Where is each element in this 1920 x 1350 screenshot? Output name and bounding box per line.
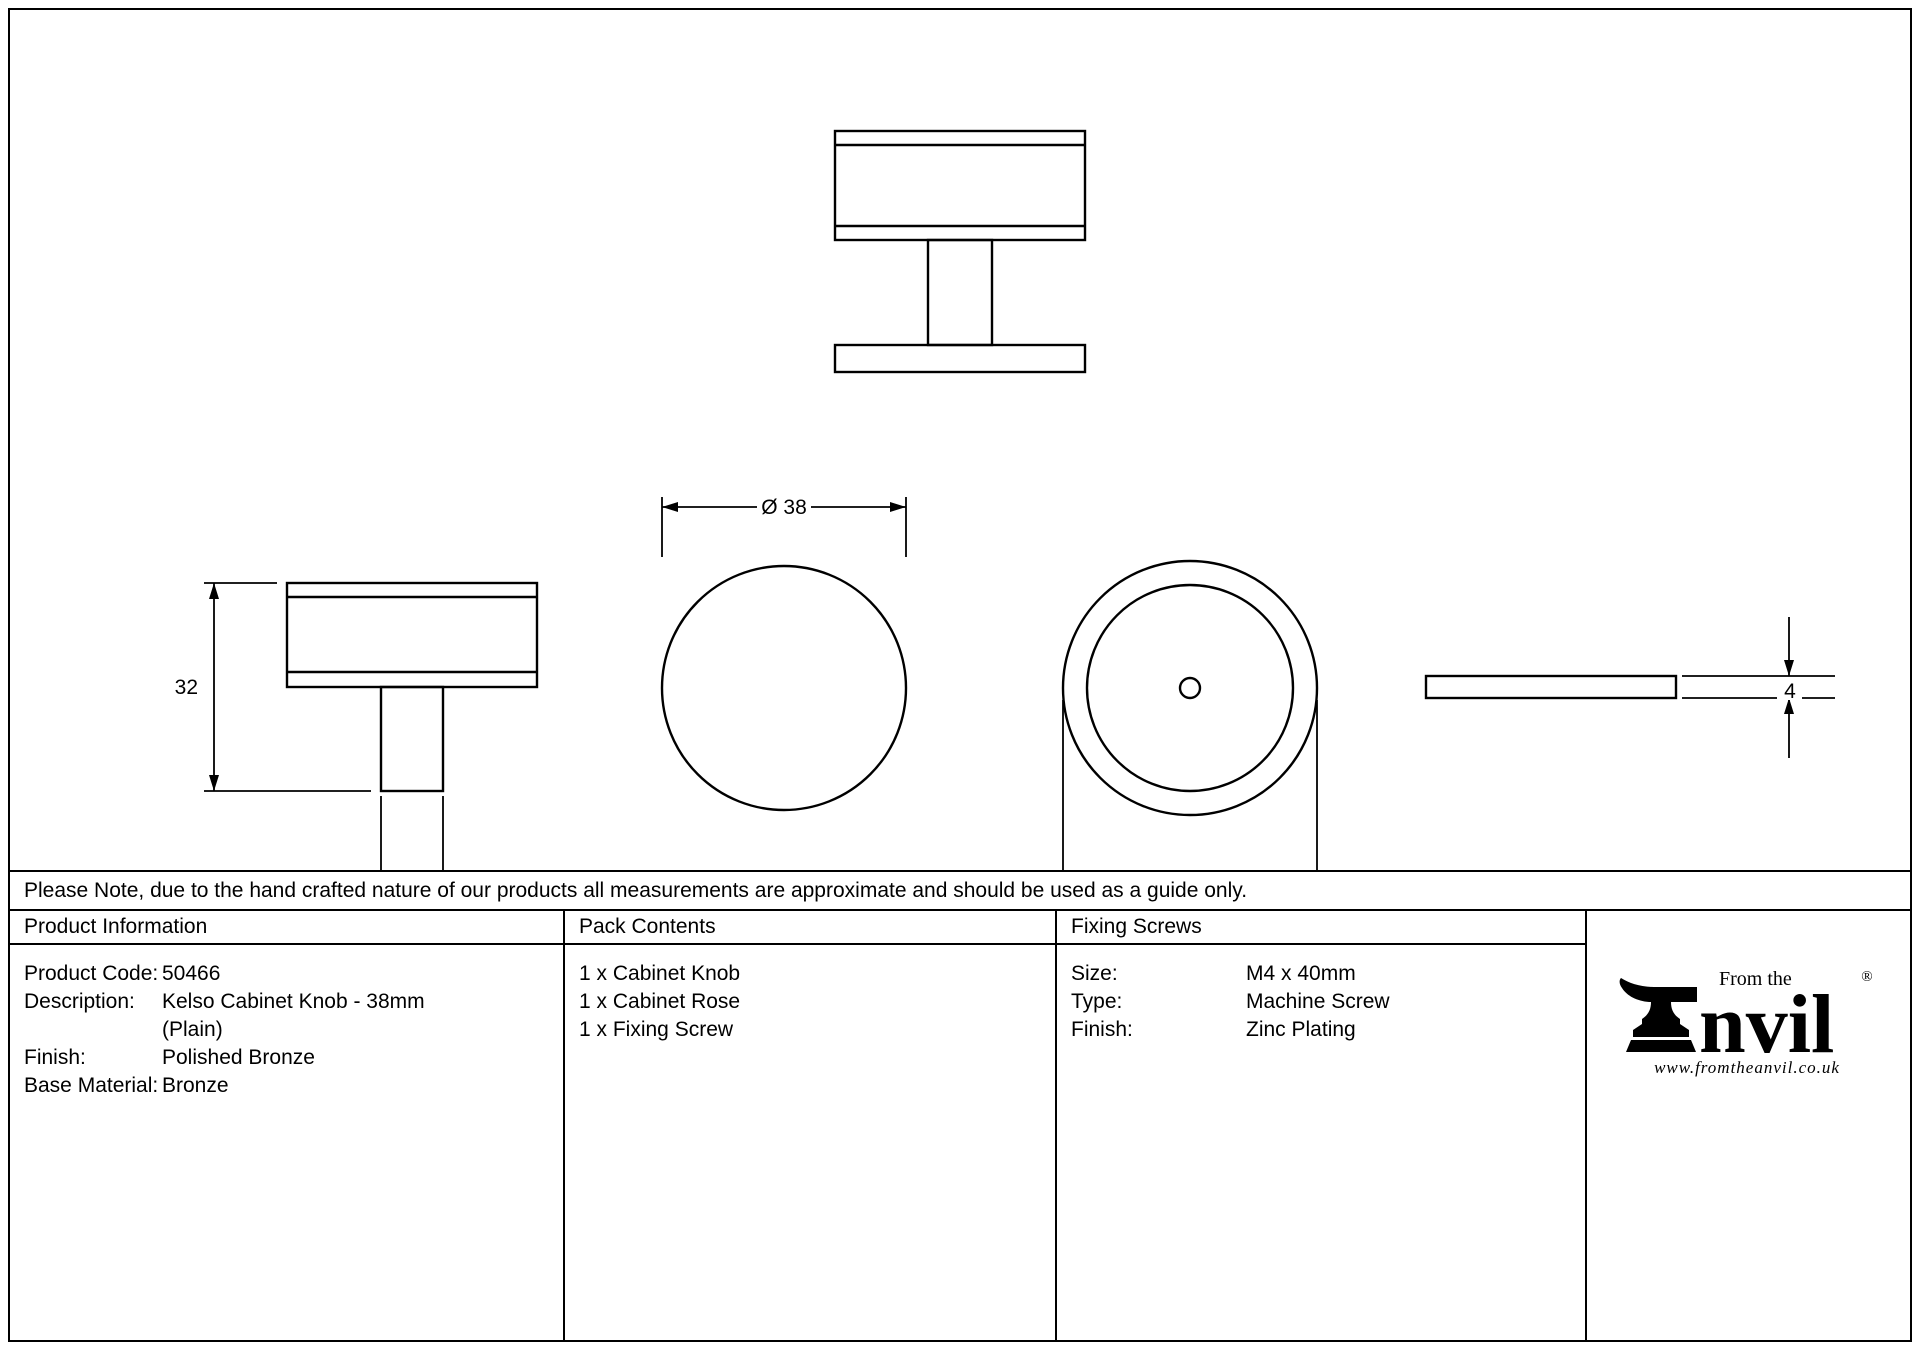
- info-label: Base Material:: [24, 1074, 159, 1097]
- product-info-row: Product Code: 50466: [24, 960, 553, 988]
- side-view: [285, 581, 539, 793]
- note-bar: Please Note, due to the hand crafted nat…: [10, 870, 1910, 911]
- info-value: M4 x 40mm: [1246, 962, 1356, 985]
- fixing-screws-body: Size: M4 x 40mm Type: Machine Screw Fini…: [1057, 945, 1587, 1340]
- info-label: Finish:: [24, 1046, 86, 1069]
- rose-profile-rect: [1424, 674, 1678, 700]
- dim-rose-thickness-label: 4: [1784, 680, 1796, 703]
- back-view-rose-inner: [1085, 583, 1295, 793]
- top-view: [833, 129, 1087, 374]
- product-info-header: Product Information: [10, 911, 565, 945]
- front-view-knob-face: [660, 564, 908, 812]
- info-value: Kelso Cabinet Knob - 38mm (Plain): [162, 990, 425, 1041]
- pack-content-item: 1 x Fixing Screw: [579, 1018, 734, 1041]
- brand-logo: nvil From the ® www.fromtheanvil.co.uk: [1619, 968, 1872, 1077]
- fixing-screw-row: Size: M4 x 40mm: [1071, 960, 1575, 988]
- front-view: [660, 564, 908, 812]
- technical-drawing: 32 Ø 10 Ø 38: [10, 10, 1910, 870]
- side-view-knob-stem: [379, 685, 445, 793]
- info-label: Finish:: [1071, 1018, 1133, 1041]
- info-value: Polished Bronze: [162, 1046, 315, 1069]
- brand-name-rest: nvil: [1699, 978, 1834, 1071]
- product-info-row: Finish: Polished Bronze: [24, 1044, 553, 1072]
- top-view-knob-stem: [926, 238, 994, 347]
- back-view: [1061, 559, 1319, 817]
- info-label: Product Code:: [24, 962, 159, 985]
- note-text: Please Note, due to the hand crafted nat…: [24, 878, 1248, 902]
- front-view-dimensions: [661, 497, 907, 557]
- brand-tagline: From the: [1719, 968, 1792, 990]
- product-info-row: Description: Kelso Cabinet Knob - 38mm (…: [24, 988, 553, 1044]
- dim-front-diameter-label: Ø 38: [761, 496, 807, 519]
- technical-drawing-svg: 32 Ø 10 Ø 38: [175, 129, 1835, 870]
- info-label: Size:: [1071, 962, 1118, 985]
- info-label: Description:: [24, 990, 135, 1013]
- product-info-row: Base Material: Bronze: [24, 1072, 553, 1100]
- info-value: Bronze: [162, 1074, 229, 1097]
- side-view-dimensions: [204, 582, 444, 870]
- top-view-rose: [833, 343, 1087, 374]
- registered-mark: ®: [1861, 969, 1872, 985]
- back-view-screw-hole: [1178, 676, 1202, 700]
- pack-content-item: 1 x Cabinet Knob: [579, 962, 741, 985]
- pack-contents-body: 1 x Cabinet Knob 1 x Cabinet Rose 1 x Fi…: [565, 945, 1057, 1340]
- info-value: 50466: [162, 962, 221, 985]
- back-view-dimensions: [1062, 700, 1318, 870]
- brand-website: www.fromtheanvil.co.uk: [1654, 1058, 1840, 1077]
- product-info-body: Product Code: 50466 Description: Kelso C…: [10, 945, 565, 1340]
- info-value: Machine Screw: [1246, 990, 1390, 1013]
- rose-profile-dimensions: [1682, 617, 1835, 758]
- anvil-base-icon: [1625, 1040, 1696, 1052]
- back-view-rose-outer: [1061, 559, 1319, 817]
- fixing-screws-header: Fixing Screws: [1057, 911, 1587, 945]
- dim-label-backing: [1777, 678, 1802, 700]
- pack-content-item: 1 x Cabinet Rose: [579, 990, 741, 1013]
- spec-table: Product Information Pack Contents Fixing…: [10, 911, 1910, 1340]
- dim-height-label: 32: [175, 676, 198, 699]
- top-view-knob-head: [833, 129, 1087, 242]
- fixing-screw-row: Finish: Zinc Plating: [1071, 1016, 1575, 1044]
- pack-contents-header: Pack Contents: [565, 911, 1057, 945]
- brand-logo-cell: nvil From the ® www.fromtheanvil.co.uk: [1587, 911, 1910, 1340]
- rose-profile-view: [1424, 674, 1678, 700]
- fixing-screw-row: Type: Machine Screw: [1071, 988, 1575, 1016]
- info-label: Type:: [1071, 990, 1123, 1013]
- spec-sheet: 32 Ø 10 Ø 38: [8, 8, 1912, 1342]
- info-value: Zinc Plating: [1246, 1018, 1356, 1041]
- anvil-icon: [1619, 978, 1697, 1037]
